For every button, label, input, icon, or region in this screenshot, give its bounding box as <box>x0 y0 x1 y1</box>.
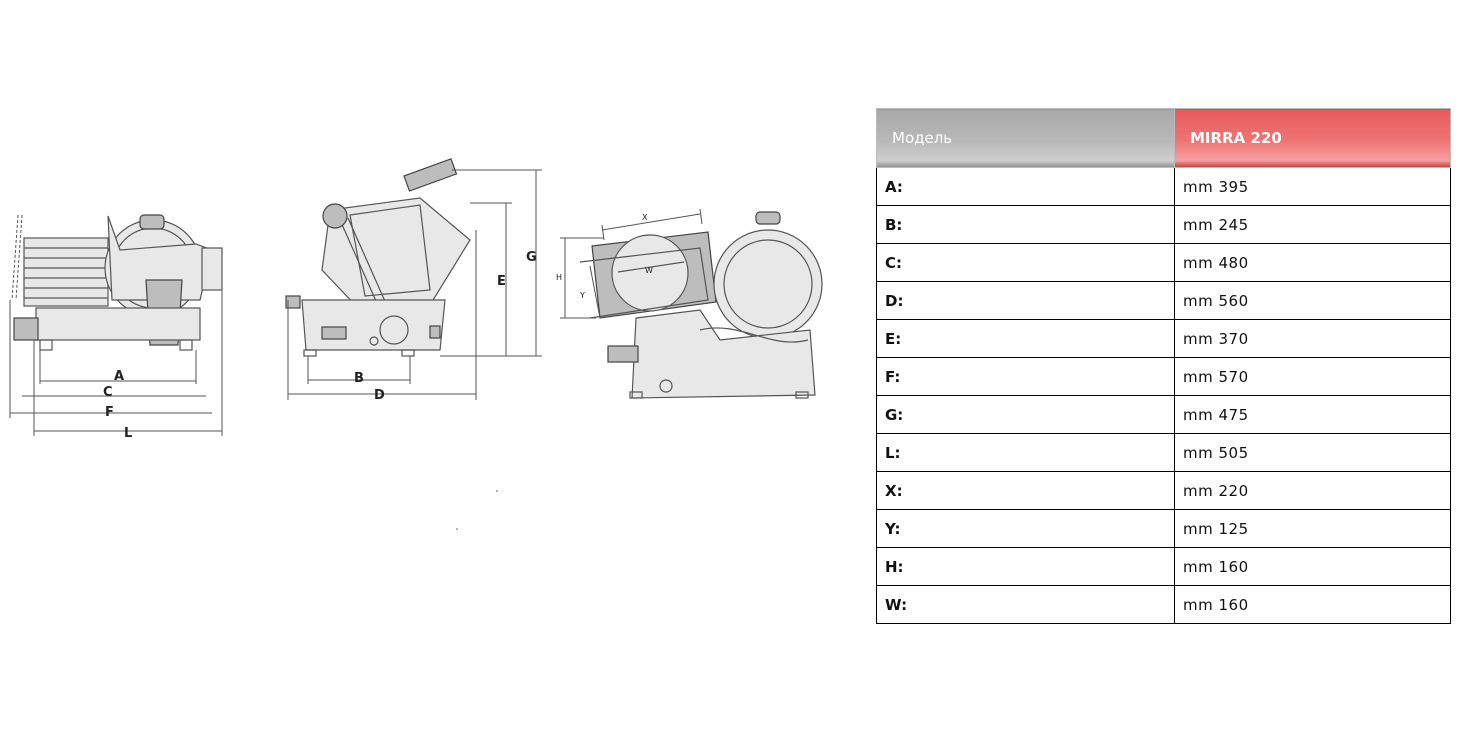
dim-label-y: Y <box>579 291 585 300</box>
dimension-value: mm 160 <box>1174 585 1451 624</box>
side-view-drawing: B D E G <box>285 158 542 403</box>
dimension-label: D: <box>876 281 1175 320</box>
dim-label-f: F <box>105 405 114 420</box>
table-row: C:mm 480 <box>876 243 1451 282</box>
dimension-label: L: <box>876 433 1175 472</box>
table-header-row: Модель MIRRA 220 <box>876 108 1451 168</box>
dimension-value: mm 475 <box>1174 395 1451 434</box>
dimension-label: A: <box>876 167 1175 206</box>
dimension-label: Y: <box>876 509 1175 548</box>
dimension-label: H: <box>876 547 1175 586</box>
dim-label-c: C <box>103 385 113 400</box>
header-model-label: Модель <box>876 108 1175 168</box>
dim-label-w: W <box>645 266 653 275</box>
dimension-value: mm 160 <box>1174 547 1451 586</box>
dimension-value: mm 480 <box>1174 243 1451 282</box>
header-model-name: MIRRA 220 <box>1174 108 1451 168</box>
front-view-drawing: A C F L <box>9 214 223 441</box>
table-row: L:mm 505 <box>876 433 1451 472</box>
dimension-value: mm 560 <box>1174 281 1451 320</box>
dimension-value: mm 125 <box>1174 509 1451 548</box>
table-row: X:mm 220 <box>876 471 1451 510</box>
table-row: H:mm 160 <box>876 547 1451 586</box>
dimension-value: mm 220 <box>1174 471 1451 510</box>
dimension-label: F: <box>876 357 1175 396</box>
dimension-label: W: <box>876 585 1175 624</box>
dimension-label: G: <box>876 395 1175 434</box>
table-row: F:mm 570 <box>876 357 1451 396</box>
table-row: G:mm 475 <box>876 395 1451 434</box>
dim-label-x: X <box>642 213 648 222</box>
dimension-value: mm 570 <box>1174 357 1451 396</box>
dimension-value: mm 370 <box>1174 319 1451 358</box>
table-row: D:mm 560 <box>876 281 1451 320</box>
table-row: E:mm 370 <box>876 319 1451 358</box>
dimension-label: C: <box>876 243 1175 282</box>
dim-label-d: D <box>374 388 385 403</box>
dim-label-e: E <box>497 274 506 289</box>
dim-label-h: H <box>556 273 562 282</box>
dimension-label: E: <box>876 319 1175 358</box>
table-row: B:mm 245 <box>876 205 1451 244</box>
dim-label-a: A <box>114 369 124 384</box>
dimension-value: mm 505 <box>1174 433 1451 472</box>
cut-view-drawing: X W H Y <box>556 208 823 399</box>
table-row: Y:mm 125 <box>876 509 1451 548</box>
table-row: A:mm 395 <box>876 167 1451 206</box>
dimension-value: mm 395 <box>1174 167 1451 206</box>
table-row: W:mm 160 <box>876 585 1451 624</box>
dimension-label: X: <box>876 471 1175 510</box>
dim-label-l: L <box>124 426 132 441</box>
dim-label-g: G <box>526 250 537 265</box>
dim-label-b: B <box>354 371 364 386</box>
dimension-label: B: <box>876 205 1175 244</box>
dimension-value: mm 245 <box>1174 205 1451 244</box>
technical-drawings: A C F L B D E G <box>9 158 823 530</box>
